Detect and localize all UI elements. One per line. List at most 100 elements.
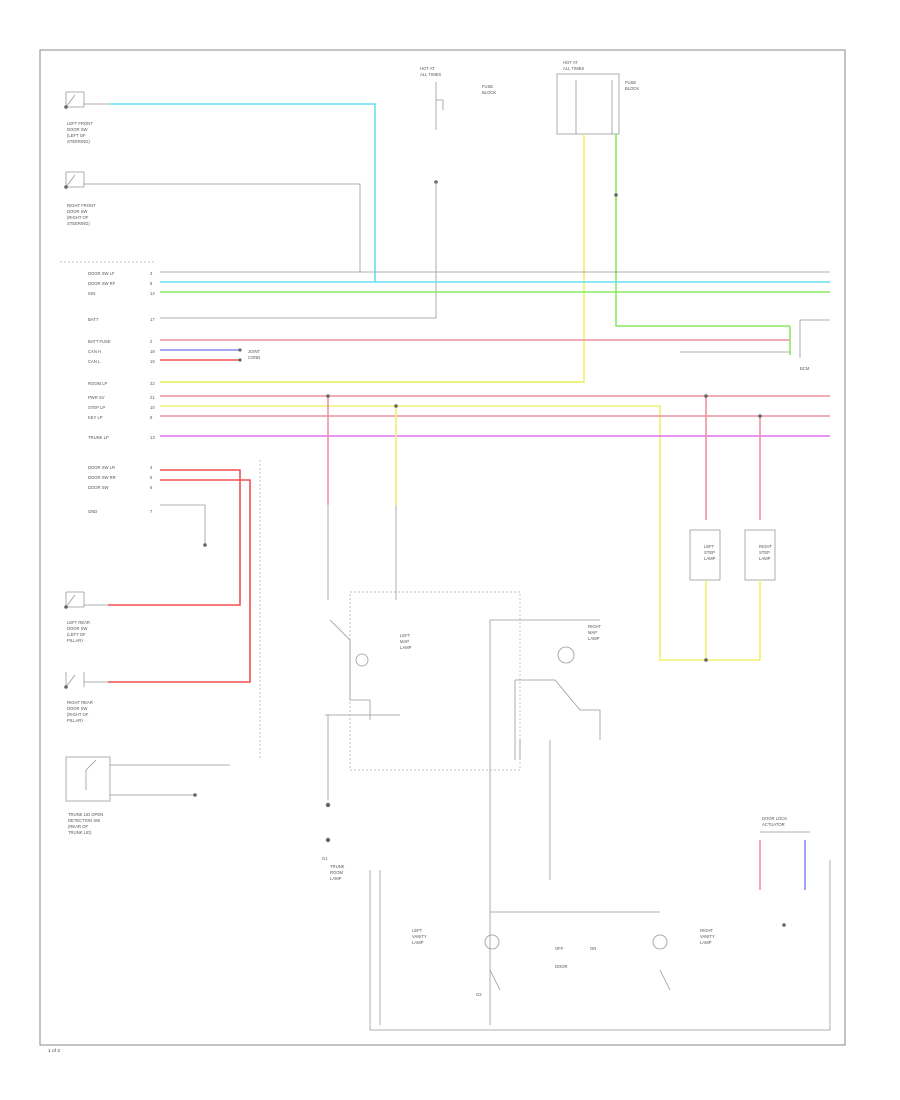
pin-num-15: 7 xyxy=(150,509,153,514)
lr-switch-label-3: PILLAR) xyxy=(67,638,83,643)
pin-num-14: 6 xyxy=(150,485,153,490)
fuse-a-label-1: BLOCK xyxy=(482,90,496,95)
pin-label-14: DOOR SW xyxy=(88,485,109,490)
pin-label-7: ROOM LP xyxy=(88,381,108,386)
pin-label-0: DOOR SW LF xyxy=(88,271,115,276)
rf-switch-label-3: STEERING) xyxy=(67,221,90,226)
fuse-a-label-0: FUSE xyxy=(482,84,493,89)
right-map-lamp-2: LAMP xyxy=(588,636,600,641)
left-vanity-lamp-0: LEFT xyxy=(412,928,423,933)
lf-switch-label-1: DOOR SW xyxy=(67,127,88,132)
left-rear-door-switch: LEFT REAR DOOR SW (LEFT OF PILLAR) xyxy=(64,591,108,643)
pin-num-13: 5 xyxy=(150,475,153,480)
rf-switch-label-0: RIGHT FRONT xyxy=(67,203,96,208)
pin-label-15: GND xyxy=(88,509,97,514)
left-map-lamp-0: LEFT xyxy=(400,633,411,638)
wire-gray-door xyxy=(160,504,206,545)
pin-num-10: 9 xyxy=(150,415,153,420)
pin-num-11: 13 xyxy=(150,435,155,440)
bcm-right-bracket: BCM xyxy=(799,319,830,371)
diagram-frame xyxy=(39,49,846,1046)
actuator-label-1: ACTUATOR xyxy=(762,822,785,827)
wire-cyan-lf xyxy=(110,103,376,282)
right-front-door-switch: RIGHT FRONT DOOR SW (RIGHT OF STEERING) xyxy=(64,171,110,226)
wire-red-rr xyxy=(108,479,251,683)
left-front-door-switch: LEFT FRONT DOOR SW (LEFT OF STEERING) xyxy=(64,91,110,144)
trunk-switch-label-3: TRUNK LID) xyxy=(68,830,92,835)
rf-switch-label-2: (RIGHT OF xyxy=(67,215,89,220)
lf-switch-label-2: (LEFT OF xyxy=(67,133,86,138)
pin-label-4: BATT FUSE xyxy=(88,339,111,344)
fuse-left-label-1: ALL TIMES xyxy=(420,72,441,77)
pin-label-9: STEP LP xyxy=(88,405,105,410)
pin-label-3: BATT xyxy=(88,317,99,322)
step-right-lamp-2: LAMP xyxy=(759,556,771,561)
step-right-lamp-1: STEP xyxy=(759,550,770,555)
pin-num-9: 10 xyxy=(150,405,155,410)
on-label: ON xyxy=(590,946,596,951)
trunk-switch-label-1: DETECTION SW xyxy=(68,818,100,823)
actuator-label-0: DOOR LOCK xyxy=(762,816,787,821)
pin-num-1: 8 xyxy=(150,281,153,286)
left-vanity-lamp-1: VANITY xyxy=(412,934,427,939)
pin-label-8: PWR SV xyxy=(88,395,105,400)
joint-connector: JOINT CONN xyxy=(238,348,261,362)
wire-green-fuse xyxy=(615,134,790,327)
rf-switch-label-1: DOOR SW xyxy=(67,209,88,214)
wire-yellow-bus-2 xyxy=(160,405,760,661)
pin-num-6: 19 xyxy=(150,359,155,364)
pin-num-4: 2 xyxy=(150,339,153,344)
rr-switch-label-0: RIGHT REAR xyxy=(67,700,93,705)
pin-num-7: 22 xyxy=(150,381,155,386)
pin-num-3: 17 xyxy=(150,317,155,322)
door-lock-actuator: DOOR LOCK ACTUATOR xyxy=(759,816,810,927)
right-vanity-lamp-2: LAMP xyxy=(700,940,712,945)
pin-num-8: 21 xyxy=(150,395,155,400)
left-vanity-lamp-2: LAMP xyxy=(412,940,424,945)
pin-num-5: 18 xyxy=(150,349,155,354)
step-left-lamp-2: LAMP xyxy=(704,556,716,561)
bcm-right-label: BCM xyxy=(800,366,810,371)
ground-b-label: G2 xyxy=(476,992,482,997)
pin-num-12: 4 xyxy=(150,465,153,470)
pin-num-2: 14 xyxy=(150,291,155,296)
right-map-lamp-1: MAP xyxy=(588,630,597,635)
step-left-lamp-1: STEP xyxy=(704,550,715,555)
fuse-right-label-0: HOT AT xyxy=(563,60,578,65)
left-map-lamp-2: LAMP xyxy=(400,645,412,650)
fuse-b-label-1: BLOCK xyxy=(625,86,639,91)
fuse-b-label-0: FUSE xyxy=(625,80,636,85)
pin-label-2: IGN xyxy=(88,291,95,296)
pin-label-12: DOOR SW LR xyxy=(88,465,115,470)
wire-yellow-fuse xyxy=(160,134,585,383)
bottom-lamps: TRUNK ROOM LAMP LEFT VANITY LAMP RIGHT V… xyxy=(330,760,831,1031)
trunk-switch-label-0: TRUNK LID OPEN xyxy=(68,812,103,817)
pin-label-13: DOOR SW RR xyxy=(88,475,116,480)
wire-gray-rf xyxy=(110,183,361,272)
off-label: OFF xyxy=(555,946,564,951)
page-number: 1 of 2 xyxy=(48,1048,60,1054)
rr-switch-label-3: PILLAR) xyxy=(67,718,83,723)
pin-label-6: CAN L xyxy=(88,359,101,364)
right-vanity-lamp-1: VANITY xyxy=(700,934,715,939)
pin-num-0: 3 xyxy=(150,271,153,276)
lf-switch-label-0: LEFT FRONT xyxy=(67,121,93,126)
fuse-right: HOT AT ALL TIMES FUSE BLOCK xyxy=(556,60,639,135)
trunk-switch-label-2: (REAR OF xyxy=(68,824,88,829)
pin-label-11: TRUNK LP xyxy=(88,435,109,440)
joint-label-1: CONN xyxy=(248,355,260,360)
pin-label-1: DOOR SW RF xyxy=(88,281,116,286)
lr-switch-label-0: LEFT REAR xyxy=(67,620,90,625)
trunk-room-lamp-0: TRUNK xyxy=(330,864,345,869)
door-label: DOOR xyxy=(555,964,568,969)
fuse-left-label-0: HOT AT xyxy=(420,66,435,71)
rr-switch-label-2: (RIGHT OF xyxy=(67,712,89,717)
pin-label-5: CAN H xyxy=(88,349,101,354)
right-vanity-lamp-0: RIGHT xyxy=(700,928,713,933)
lr-switch-label-2: (LEFT OF xyxy=(67,632,86,637)
rr-switch-label-1: DOOR SW xyxy=(67,706,88,711)
trunk-lid-switch: TRUNK LID OPEN DETECTION SW (REAR OF TRU… xyxy=(65,756,230,835)
ground-a-label: G1 xyxy=(322,856,328,861)
lr-switch-label-1: DOOR SW xyxy=(67,626,88,631)
fuse-right-label-1: ALL TIMES xyxy=(563,66,584,71)
